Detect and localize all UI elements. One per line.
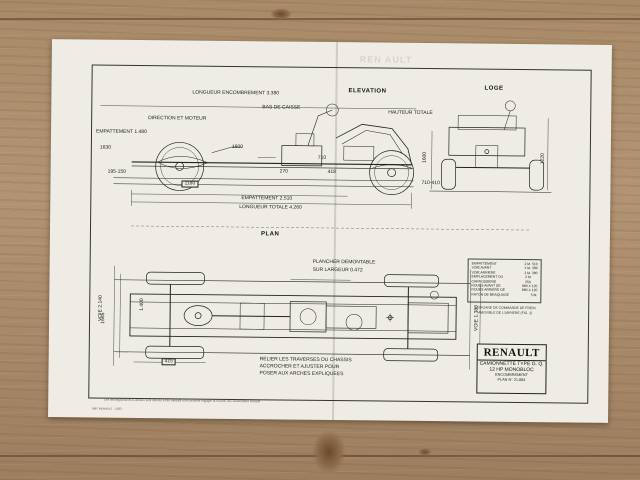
dim-195: 195-150 [107,168,126,175]
plank-seam [0,18,640,20]
view-title-plan: PLAN [260,231,280,238]
dim-270: 270 [279,168,288,175]
height-label: HAUTEUR TOTALE [388,109,433,117]
front-dim-1220: 1220 [539,153,546,165]
plan-rear-label-1: RELIER LES TRAVERSES DU CHASSIS [259,356,352,364]
plan-width-label: SUR LARGEUR 0.472 [312,266,363,274]
rear-overhang-label: EMPATTEMENT 1.480 [95,128,147,136]
spec-note-line-2: AMOVIBLE DE L'ARRIERE (FIG. 2) [478,310,533,315]
dim-1600: 1600 [231,143,244,151]
printer-mark: IMP. RENAULT - 1923 [92,406,122,411]
plan-floor-label: PLANCHER DEMONTABLE [312,258,376,266]
drawing-frame: ELEVATION LOGE PLAN LONGUEUR ENCOMBREMEN… [88,64,592,404]
view-title-front: LOGE [484,85,504,92]
technical-drawing [100,100,552,370]
total-length-label: LONGUEUR TOTALE 4.260 [239,204,302,211]
plan-rear-label-3: POSER AUX ARCHES EXPLIQUEES [259,370,344,378]
wood-knot [418,448,432,456]
plan-dim-415: 415 [161,358,177,366]
plan-dim-1660: 1665 [100,312,107,324]
view-title-elevation: ELEVATION [348,88,387,95]
body-label: BAS DE CAISSE [262,104,301,111]
dim-1630: 1630 [99,144,112,151]
steering-label: DIRECTION ET MOTEUR [148,115,207,122]
brand-name: RENAULT [477,346,546,362]
plan-rear-label-2: ACCROCHER ET AJUSTER POUR [259,363,340,371]
blueprint-sheet: REN AULT [48,39,612,423]
plan-dim-1400: 1.400 [138,298,146,311]
front-dim-410: 710-410 [421,179,440,187]
dim-710: 710 [317,154,327,161]
plan-number: PLAN N° 21.884 [497,377,526,383]
dim-418: 418 [327,168,336,176]
wheelbase-label: EMPATTEMENT 2.510 [241,195,293,202]
bleed-through-text: REN AULT [359,54,413,65]
wood-knot [270,8,292,20]
footnote: Les renseignements ci-dessus sont donnés… [104,397,261,404]
wood-knot [312,430,346,474]
spec-note: L'ORGANE DE COMMANDE DE FREIN AMOVIBLE D… [469,305,541,315]
front-dim-1600: 1600 [421,151,428,164]
title-block: RENAULT CAMIONNETTE TYPE G. Q. 12 HP MON… [476,343,547,395]
overall-length-label: LONGUEUR ENCOMBREMENT 3.380 [192,89,280,97]
dim-1180: 1180 [181,180,199,188]
